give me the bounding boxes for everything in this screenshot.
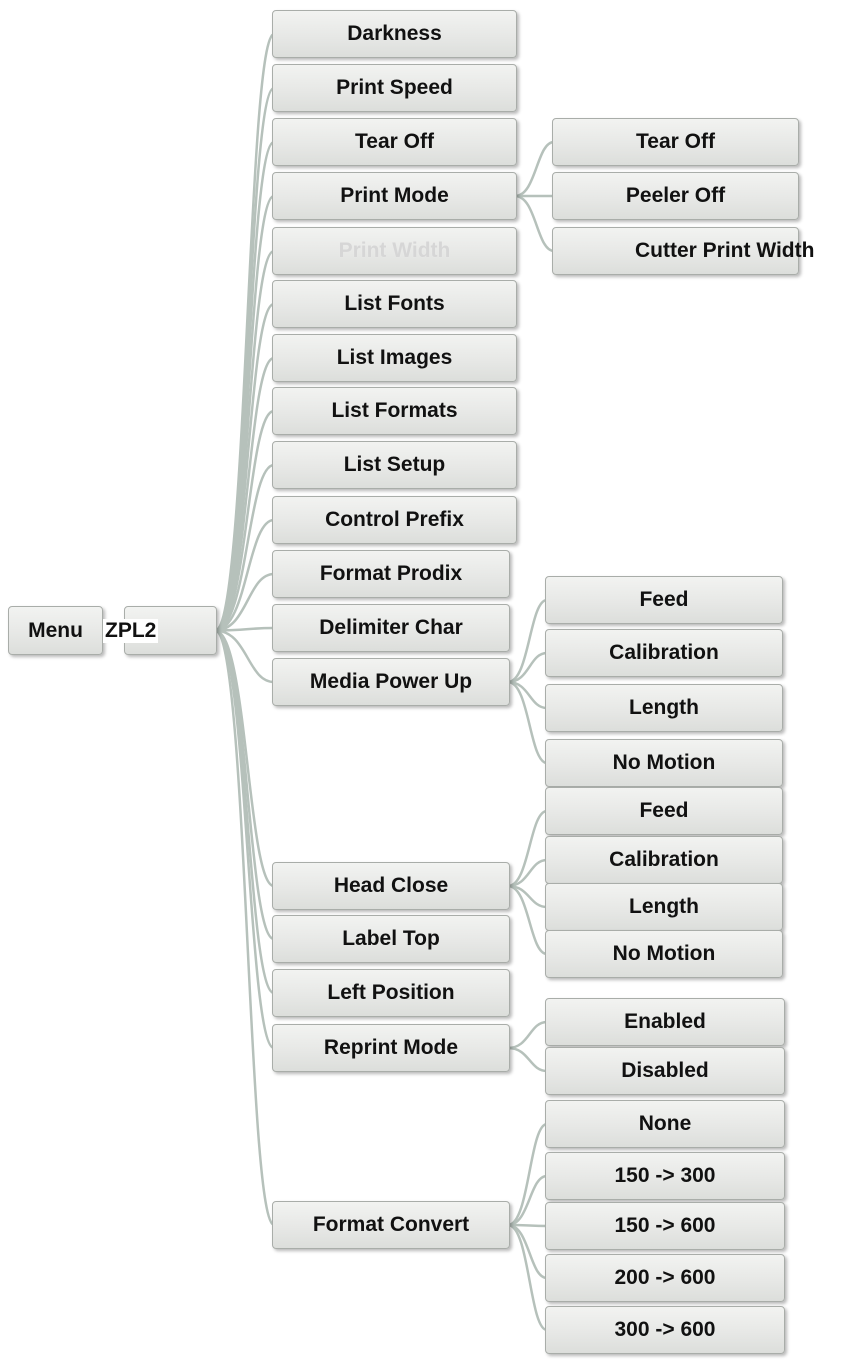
submenu-item-disabled[interactable]: Disabled [545,1047,785,1095]
menu-item-label: Print Mode [340,184,449,207]
connector-line [507,809,548,888]
connector-line [214,518,275,632]
submenu-item-feed[interactable]: Feed [545,787,783,835]
menu-item-label: List Images [336,346,453,369]
menu-item-label: Media Power Up [309,670,473,693]
menu-item-list-images[interactable]: List Images [272,334,517,382]
menu-root-label: Menu [28,618,83,642]
menu-item-label: List Formats [331,399,458,422]
menu-root-button[interactable]: Menu [8,606,103,655]
connector-line [214,356,275,632]
submenu-item-300-600[interactable]: 300 -> 600 [545,1306,785,1354]
connector-line [507,858,548,888]
submenu-item-label: Feed [639,799,689,822]
menu-item-label: Format Prodix [319,562,463,585]
menu-item-label: Control Prefix [325,508,464,531]
submenu-item-label: Length [629,895,699,918]
connector-line [514,194,555,253]
menu-item-label: Label Top [342,927,440,950]
menu-item-left-position[interactable]: Left Position [272,969,510,1017]
connector-line [214,629,275,1050]
menu-item-print-mode[interactable]: Print Mode [272,172,517,220]
menu-item-label: Left Position [327,981,455,1004]
submenu-item-150-300[interactable]: 150 -> 300 [545,1152,785,1200]
connector-line [507,598,548,684]
connector-line [214,409,275,632]
connector-line [214,629,275,684]
menu-item-label: Format Convert [312,1213,470,1236]
submenu-item-calibration[interactable]: Calibration [545,836,783,884]
menu-item-tear-off[interactable]: Tear Off [272,118,517,166]
submenu-item-label: Calibration [609,641,719,664]
menu-item-list-formats[interactable]: List Formats [272,387,517,435]
submenu-item-label: Feed [639,588,689,611]
submenu-item-label: 300 -> 600 [614,1318,716,1341]
zpl2-branch-button[interactable]: ZPL2 [103,606,217,655]
submenu-item-peeler-off[interactable]: Peeler Off [552,172,799,220]
menu-item-format-prodix[interactable]: Format Prodix [272,550,510,598]
submenu-item-enabled[interactable]: Enabled [545,998,785,1046]
menu-item-label: Darkness [347,22,442,45]
submenu-item-label: Disabled [621,1059,709,1082]
connector-line [214,629,276,1227]
submenu-item-label: Length [629,696,699,719]
connector-line [507,1020,548,1050]
submenu-item-tear-off[interactable]: Tear Off [552,118,799,166]
submenu-item-no-motion[interactable]: No Motion [545,739,783,787]
connector-line [507,1122,548,1227]
submenu-item-feed[interactable]: Feed [545,576,783,624]
menu-item-reprint-mode[interactable]: Reprint Mode [272,1024,510,1072]
connector-line [214,572,275,632]
connector-line [214,463,275,632]
menu-item-label: List Fonts [344,292,445,315]
submenu-item-length[interactable]: Length [545,883,783,931]
menu-item-label: Delimiter Char [319,616,463,639]
menu-item-label: Print Speed [336,76,453,99]
submenu-item-no-motion[interactable]: No Motion [545,930,783,978]
menu-item-delimiter-char[interactable]: Delimiter Char [272,604,510,652]
submenu-item-label: 200 -> 600 [614,1266,716,1289]
submenu-item-label: 150 -> 300 [614,1164,716,1187]
menu-item-format-convert[interactable]: Format Convert [272,1201,510,1249]
menu-item-label: Head Close [333,874,449,897]
connector-line [507,884,548,956]
connector-line [507,1223,548,1332]
menu-item-label-top[interactable]: Label Top [272,915,510,963]
submenu-item-label: Tear Off [636,130,715,153]
submenu-item-label: Cutter Print Width [635,239,815,262]
submenu-item-length[interactable]: Length [545,684,783,732]
menu-item-list-fonts[interactable]: List Fonts [272,280,517,328]
menu-item-label: Print Width [338,239,451,262]
menu-item-label: List Setup [343,453,446,476]
connector-line [507,680,548,765]
connector-line [514,140,555,198]
menu-item-label: Reprint Mode [323,1036,459,1059]
submenu-item-label: No Motion [612,942,716,965]
submenu-item-label: Calibration [609,848,719,871]
submenu-item-none[interactable]: None [545,1100,785,1148]
submenu-item-label: No Motion [612,751,716,774]
menu-item-list-setup[interactable]: List Setup [272,441,517,489]
submenu-item-200-600[interactable]: 200 -> 600 [545,1254,785,1302]
menu-item-control-prefix[interactable]: Control Prefix [272,496,517,544]
submenu-item-150-600[interactable]: 150 -> 600 [545,1202,785,1250]
menu-item-print-width[interactable]: Print Width [272,227,517,275]
connector-line [507,651,548,684]
submenu-item-label: Peeler Off [625,184,726,207]
connector-line [507,1174,548,1227]
menu-item-print-speed[interactable]: Print Speed [272,64,517,112]
menu-item-label: Tear Off [355,130,434,153]
menu-item-head-close[interactable]: Head Close [272,862,510,910]
submenu-item-calibration[interactable]: Calibration [545,629,783,677]
submenu-item-label: 150 -> 600 [614,1214,716,1237]
submenu-item-label: None [638,1112,692,1135]
connector-line [507,1046,548,1073]
menu-item-media-power-up[interactable]: Media Power Up [272,658,510,706]
menu-item-darkness[interactable]: Darkness [272,10,517,58]
submenu-item-label: Enabled [624,1010,706,1033]
submenu-item-cutter-print-width[interactable]: Cutter Print Width [552,227,814,275]
